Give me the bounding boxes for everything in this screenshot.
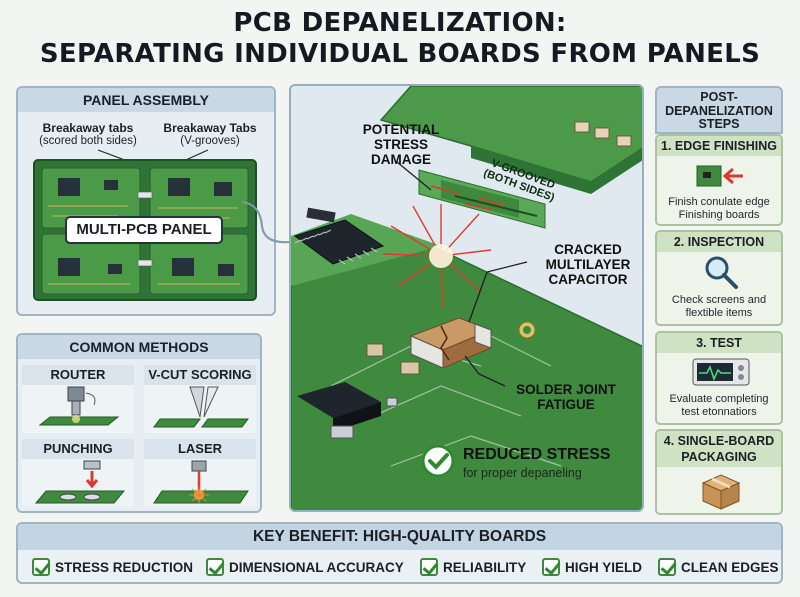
- step-packaging-title-1: 4. SINGLE-BOARD: [663, 434, 775, 448]
- title-line-1: PCB DEPANELIZATION:: [233, 8, 567, 38]
- steps-heading-line-3: STEPS: [698, 117, 740, 131]
- step-packaging-title-2: PACKAGING: [681, 450, 757, 464]
- depanelization-illustration: POTENTIAL STRESS DAMAGE V-GROOVED (BOTH …: [289, 84, 644, 512]
- step-edge-finishing-title: 1. EDGE FINISHING: [657, 136, 781, 156]
- breakaway-tabs-scored-sub: (scored both sides): [39, 135, 137, 147]
- step-edge-finishing-text-1: Finish conulate edge: [668, 196, 770, 208]
- key-benefit-heading: KEY BENEFIT: HIGH-QUALITY BOARDS: [18, 524, 781, 550]
- step-inspection-title: 2. INSPECTION: [657, 232, 781, 252]
- panel-connector-line: [241, 201, 291, 244]
- step-packaging-title: 4. SINGLE-BOARD PACKAGING: [657, 431, 781, 467]
- reduced-stress-title: REDUCED STRESS: [463, 446, 611, 463]
- benefit-stress-reduction: STRESS REDUCTION: [32, 556, 193, 578]
- edge-finish-icon: [696, 165, 743, 187]
- benefit-label: RELIABILITY: [443, 559, 527, 575]
- cracked-capacitor-callout: CRACKED MULTILAYER CAPACITOR: [535, 242, 641, 287]
- method-punching-label: PUNCHING: [22, 439, 134, 459]
- method-v-cut-label: V-CUT SCORING: [144, 365, 256, 385]
- benefit-label: HIGH YIELD: [565, 559, 643, 575]
- breakaway-tabs-vgroove-sub: (V-grooves): [180, 135, 240, 147]
- router-icon: [38, 386, 120, 426]
- checkbox-icon: [542, 558, 560, 576]
- step-edge-finishing-text: Finish conulate edge Finishing boards: [657, 196, 781, 222]
- post-depanelization-heading: POST- DEPANELIZATION STEPS: [655, 86, 783, 134]
- laser-icon: [153, 460, 249, 504]
- checkbox-icon: [32, 558, 50, 576]
- method-router-label: ROUTER: [22, 365, 134, 385]
- breakaway-tabs-scored-title: Breakaway tabs: [42, 121, 134, 135]
- method-router: ROUTER: [22, 365, 134, 433]
- breakaway-tabs-vgroove-label: Breakaway Tabs (V-grooves): [154, 122, 266, 148]
- key-benefit-bar: KEY BENEFIT: HIGH-QUALITY BOARDS STRESS …: [16, 522, 783, 584]
- benefit-clean-edges: CLEAN EDGES: [658, 556, 779, 578]
- multi-pcb-panel-label: MULTI-PCB PANEL: [65, 216, 223, 244]
- checkbox-icon: [206, 558, 224, 576]
- test-meter-icon: [692, 358, 750, 386]
- checkbox-icon: [658, 558, 676, 576]
- method-v-cut: V-CUT SCORING: [144, 365, 256, 433]
- magnifier-icon: [705, 256, 738, 289]
- steps-heading-line-1: POST-: [700, 90, 738, 104]
- checkbox-icon: [420, 558, 438, 576]
- common-methods-heading: COMMON METHODS: [18, 335, 260, 359]
- step-inspection: 2. INSPECTION Check screens and flextibl…: [655, 230, 783, 326]
- box-icon: [701, 474, 741, 510]
- benefit-label: CLEAN EDGES: [681, 559, 779, 575]
- step-packaging: 4. SINGLE-BOARD PACKAGING: [655, 429, 783, 515]
- step-test-text-1: Evaluate completing: [669, 393, 769, 405]
- title-line-2: SEPARATING INDIVIDUAL BOARDS FROM PANELS: [39, 39, 761, 69]
- reduced-stress-sub: for proper depaneling: [463, 466, 582, 480]
- cracked-line-2: MULTILAYER: [545, 257, 631, 272]
- panel-assembly-card: PANEL ASSEMBLY Breakaway tabs (scored bo…: [16, 86, 276, 316]
- step-test-title: 3. TEST: [657, 333, 781, 353]
- step-inspection-text-1: Check screens and: [671, 294, 767, 306]
- checkmark-circle-icon: [421, 444, 455, 478]
- multi-pcb-panel-illustration: [33, 149, 257, 301]
- step-inspection-text: Check screens and flextible items: [657, 294, 781, 320]
- steps-heading-line-2: DEPANELIZATION: [665, 103, 773, 118]
- step-inspection-text-2: flextible items: [685, 307, 753, 319]
- punch-icon: [34, 460, 126, 504]
- stress-damage-callout: POTENTIAL STRESS DAMAGE: [343, 122, 459, 167]
- solder-joint-callout: SOLDER JOINT FATIGUE: [507, 382, 625, 412]
- solder-line-1: SOLDER JOINT: [516, 382, 616, 397]
- page-title: PCB DEPANELIZATION: SEPARATING INDIVIDUA…: [0, 8, 800, 70]
- step-test-text: Evaluate completing test etonnatiors: [657, 393, 781, 419]
- common-methods-card: COMMON METHODS ROUTER V-CUT SCORING PUNC…: [16, 333, 262, 513]
- reduced-stress-note: REDUCED STRESS for proper depaneling: [417, 436, 617, 488]
- method-punching: PUNCHING: [22, 439, 134, 507]
- method-laser: LASER: [144, 439, 256, 507]
- panel-assembly-heading: PANEL ASSEMBLY: [18, 88, 274, 112]
- cracked-line-1: CRACKED: [554, 242, 622, 257]
- benefit-label: DIMENSIONAL ACCURACY: [229, 559, 404, 575]
- step-edge-finishing-text-2: Finishing boards: [678, 209, 760, 221]
- v-cut-icon: [153, 386, 249, 428]
- benefit-high-yield: HIGH YIELD: [542, 556, 642, 578]
- stress-damage-line-1: POTENTIAL: [362, 122, 440, 137]
- stress-damage-line-2: STRESS DAMAGE: [371, 137, 431, 167]
- pcb-closeup-illustration: [291, 86, 642, 510]
- step-test-text-2: test etonnatiors: [681, 406, 757, 418]
- cracked-line-3: CAPACITOR: [548, 272, 628, 287]
- breakaway-tabs-scored-label: Breakaway tabs (scored both sides): [24, 122, 152, 148]
- step-edge-finishing: 1. EDGE FINISHING Finish conulate edge F…: [655, 134, 783, 226]
- benefit-reliability: RELIABILITY: [420, 556, 526, 578]
- step-test: 3. TEST Evaluate completing test etonnat…: [655, 331, 783, 425]
- method-laser-label: LASER: [144, 439, 256, 459]
- benefit-label: STRESS REDUCTION: [55, 559, 194, 575]
- benefit-dimensional-accuracy: DIMENSIONAL ACCURACY: [206, 556, 404, 578]
- breakaway-tabs-vgroove-title: Breakaway Tabs: [163, 121, 257, 135]
- solder-line-2: FATIGUE: [537, 397, 595, 412]
